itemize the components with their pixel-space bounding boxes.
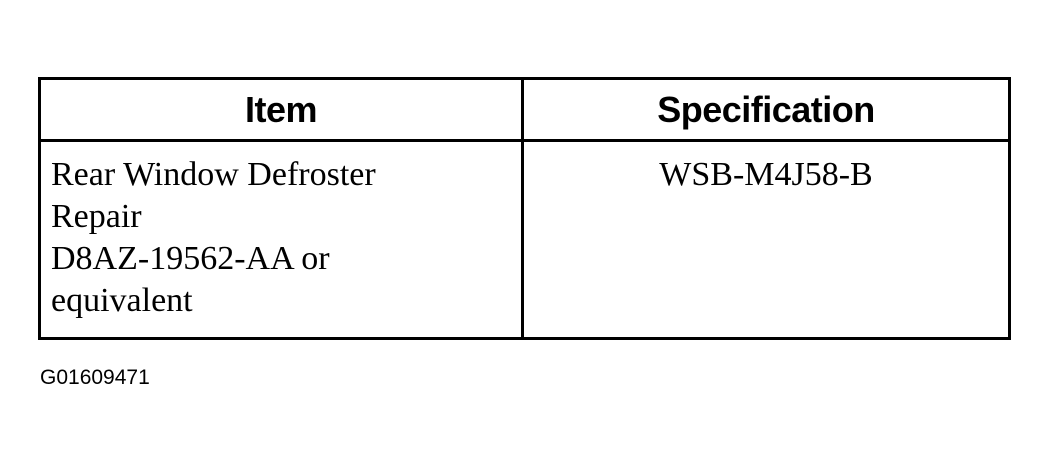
header-item: Item (244, 88, 318, 130)
column-divider (521, 80, 524, 337)
header-specification: Specification (657, 88, 875, 130)
item-line: equivalent (51, 282, 193, 319)
item-line: D8AZ-19562-AA or (51, 240, 330, 277)
table-header-row: Item Specification (41, 80, 1008, 142)
item-line: Repair (51, 198, 142, 235)
item-line: Rear Window Defroster (51, 156, 376, 193)
specification-table: Item Specification Rear Window Defroster… (38, 77, 1011, 340)
item-cell: Rear Window Defroster Repair D8AZ-19562-… (51, 142, 511, 322)
figure-id-label: G01609471 (40, 366, 150, 389)
specification-cell: WSB-M4J58-B (659, 156, 873, 193)
